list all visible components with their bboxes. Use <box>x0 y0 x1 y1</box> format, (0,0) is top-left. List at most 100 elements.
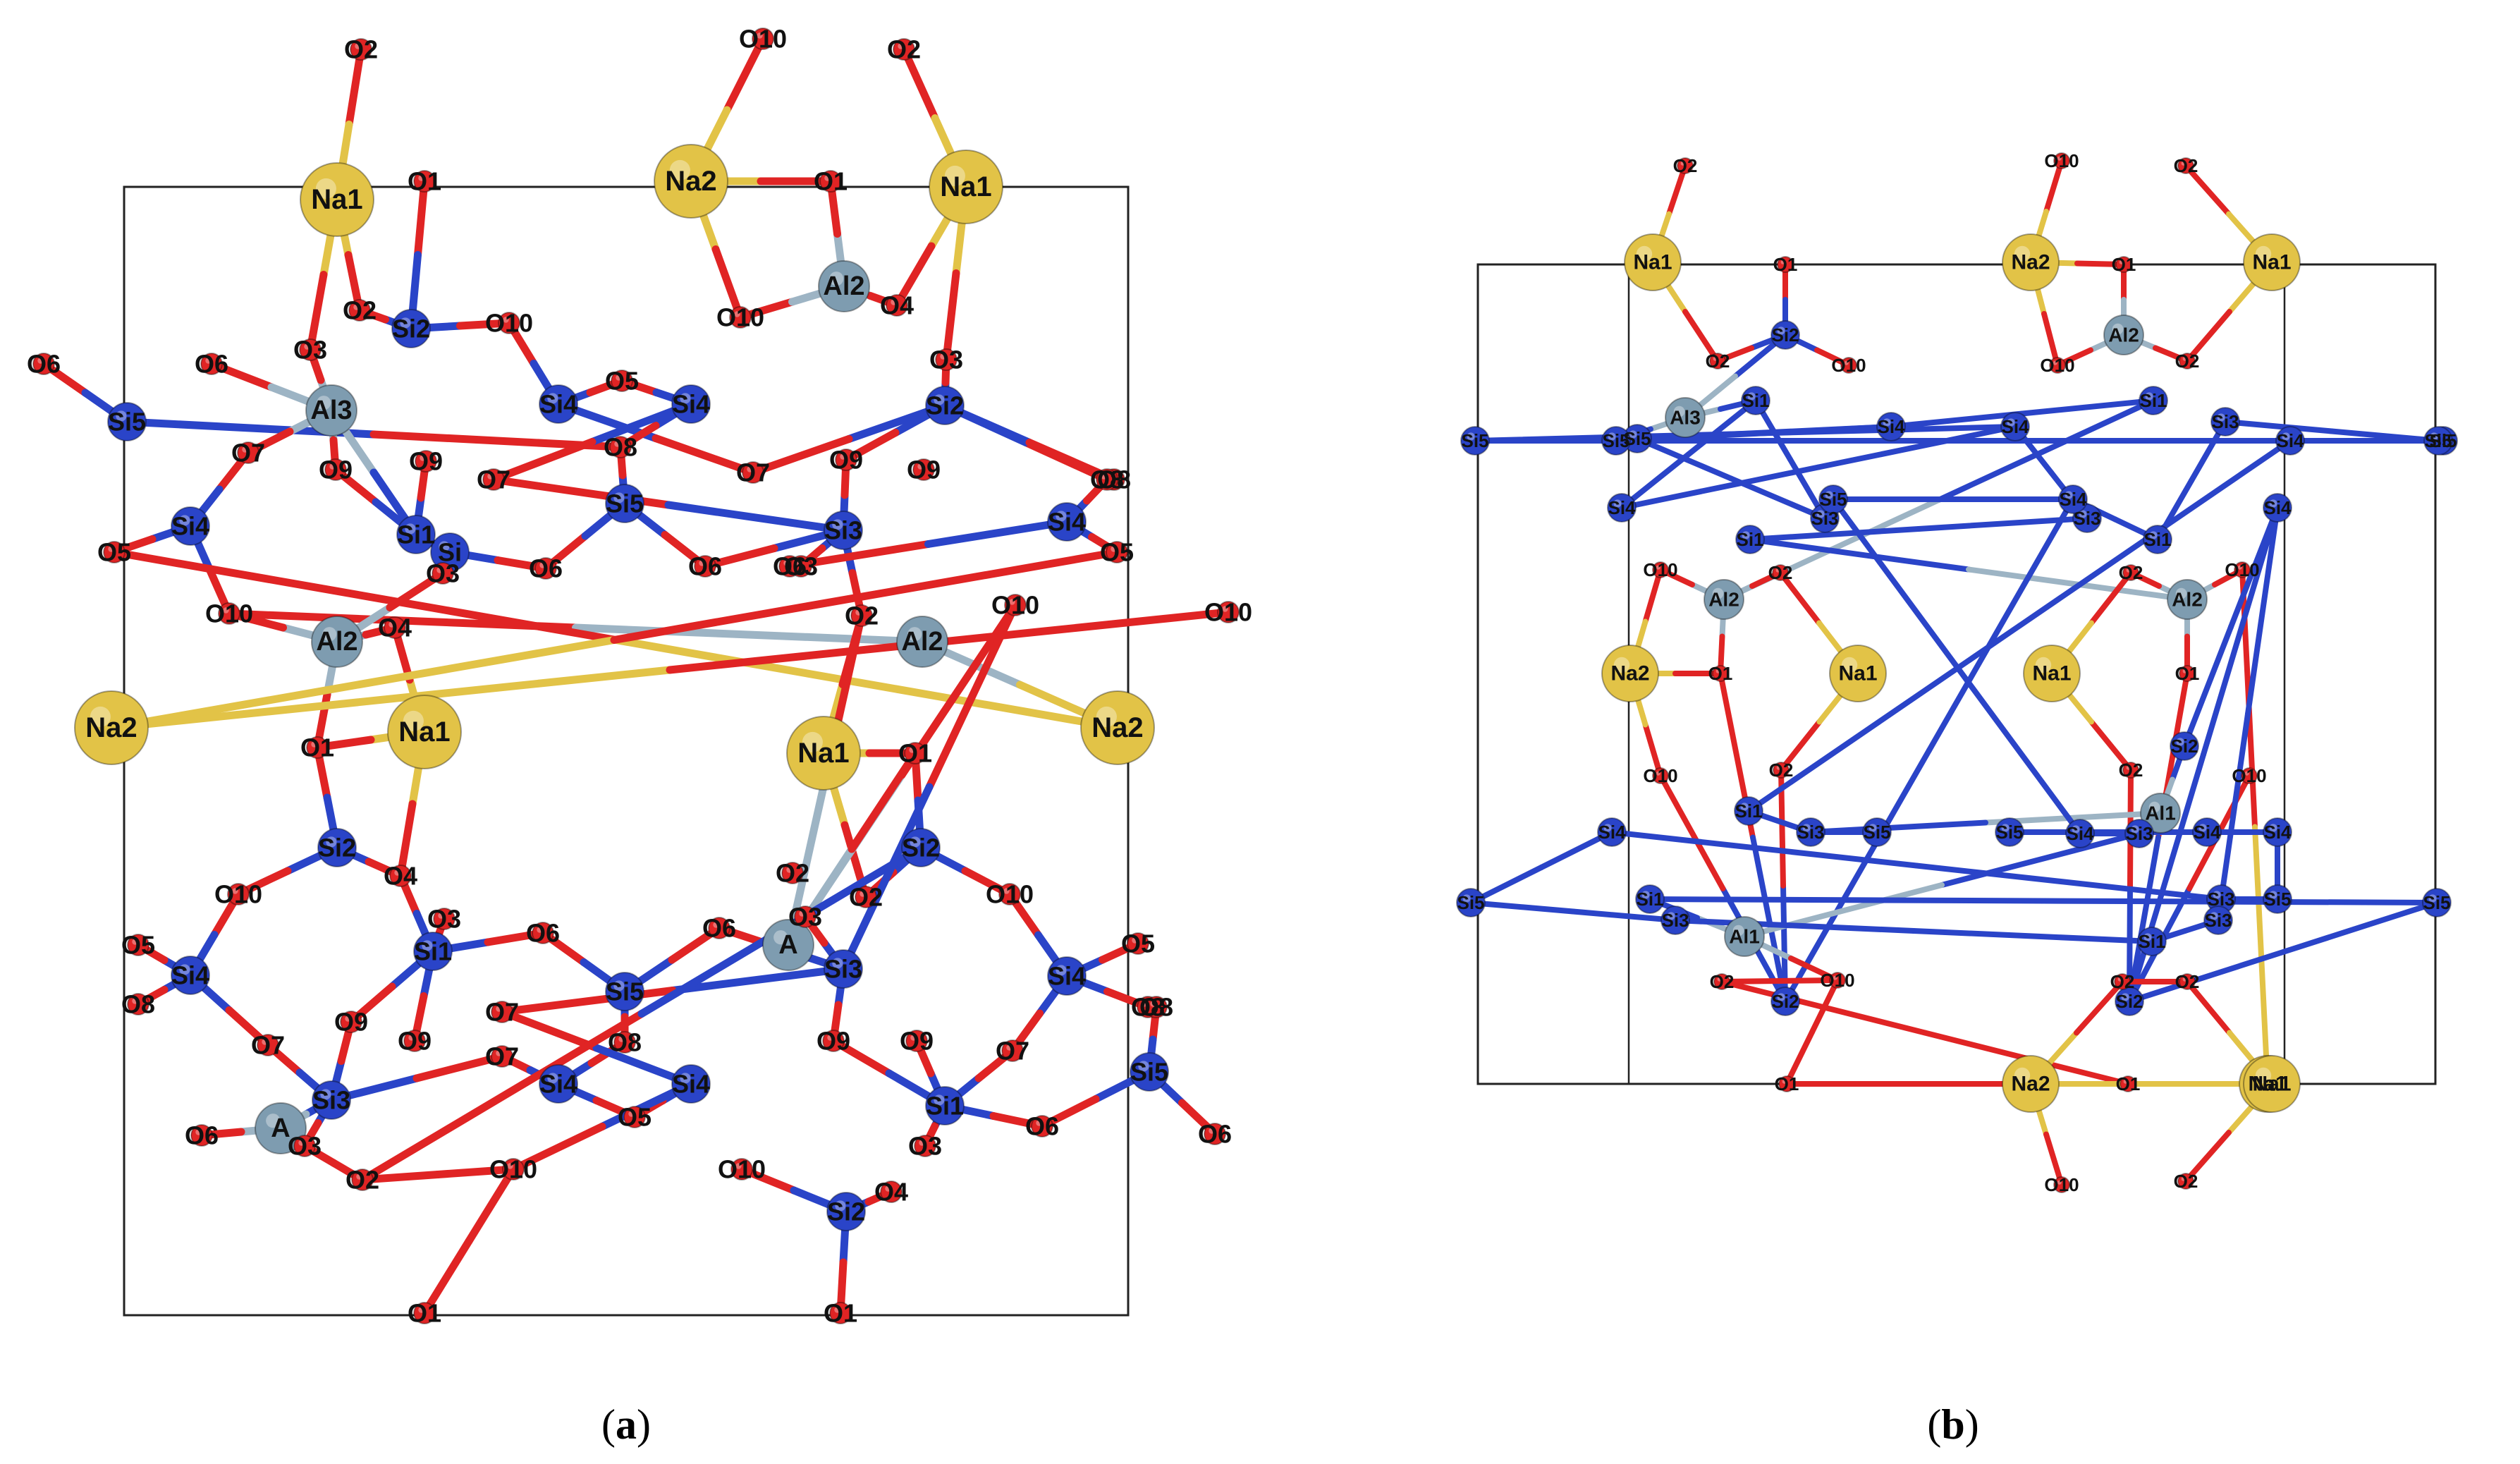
atom-label-b28: Si3 <box>2073 508 2100 529</box>
atom-al-a11 <box>896 616 948 668</box>
atom-o-a101 <box>623 1106 646 1128</box>
atom-highlight-b48 <box>1603 824 1612 832</box>
bond-half-b-72-2 <box>1609 829 1919 869</box>
atom-o-a107 <box>730 1158 753 1181</box>
atom-o-a47 <box>299 338 322 361</box>
atom-highlight-b16 <box>1777 327 1785 335</box>
atom-label-b76: O2 <box>1710 971 1735 992</box>
atom-label-a100: O8 <box>608 1028 642 1057</box>
atom-si-a17 <box>671 384 711 424</box>
atom-o-b74 <box>2241 767 2258 784</box>
atom-label-b9: Na1 <box>2252 1073 2291 1096</box>
atom-highlight-a24 <box>934 394 945 405</box>
atom-highlight-a44 <box>734 311 740 317</box>
atom-o-a73 <box>1217 601 1240 623</box>
atom-label-a13: A <box>271 1114 290 1143</box>
atom-highlight-a23 <box>1056 511 1067 522</box>
bond-half-a-17-1 <box>207 360 276 391</box>
bond-half-a-61-2 <box>396 800 417 880</box>
atom-label-b31: Si4 <box>2276 430 2304 451</box>
atom-label-b68: O10 <box>2225 559 2259 580</box>
atom-highlight-a75 <box>909 747 915 753</box>
bond-half-b-1-2 <box>1682 309 1720 364</box>
atom-si-b22 <box>1460 426 1490 456</box>
atom-al-a10 <box>311 616 363 668</box>
atom-label-a63: O5 <box>97 538 131 567</box>
atom-o-a98 <box>190 1124 213 1147</box>
bond-half-b-35-1 <box>1642 567 1663 625</box>
atom-o-a76 <box>389 865 412 887</box>
atom-highlight-b3 <box>2255 245 2272 262</box>
atom-si-b31 <box>2275 426 2305 456</box>
atom-label-a43: O10 <box>485 309 533 338</box>
atom-na-a7 <box>1080 690 1155 765</box>
atom-highlight-b62 <box>2053 360 2057 365</box>
atom-o-a39 <box>752 28 774 50</box>
atom-highlight-a33 <box>680 1073 691 1084</box>
atom-o-b79 <box>2120 1075 2136 1092</box>
atom-highlight-a108 <box>885 1185 891 1192</box>
bond-half-a-24-2 <box>652 434 757 477</box>
atom-label-b30: Si4 <box>2059 489 2087 510</box>
bond-half-a-105-1 <box>498 1008 601 1052</box>
atom-si-a23 <box>1047 502 1087 542</box>
bond-half-b-88-1 <box>1809 977 1840 1035</box>
atom-label-a80: O10 <box>986 880 1034 909</box>
atom-label-a51: O3 <box>929 346 963 374</box>
atom-label-a32: Si4 <box>539 1070 577 1099</box>
atom-label-b41: Si4 <box>2066 823 2094 844</box>
atom-si-b43 <box>2192 817 2222 847</box>
atom-highlight-a22 <box>832 519 843 530</box>
atom-highlight-a2 <box>669 159 690 181</box>
atom-label-a37: Si2 <box>827 1197 865 1226</box>
atom-label-b34: Si1 <box>2143 529 2171 550</box>
atom-highlight-a48 <box>37 358 44 364</box>
atom-highlight-b78 <box>1782 1079 1787 1084</box>
atom-label-b49: Si5 <box>1457 892 1484 913</box>
bond-half-b-77-2 <box>2245 505 2280 717</box>
caption-open-paren-b: ( <box>1927 1401 1941 1448</box>
bond-half-a-121-1 <box>358 1171 442 1184</box>
bond-half-b-3-2 <box>2074 260 2127 267</box>
atom-label-a67: O3 <box>426 559 460 588</box>
atom-al-a13 <box>255 1102 307 1154</box>
atom-highlight-b8 <box>2014 1067 2031 1084</box>
atom-label-a23: Si4 <box>1048 508 1086 537</box>
atom-si-a26 <box>171 956 210 995</box>
caption-letter-a: a <box>616 1401 637 1448</box>
atom-label-a89: O7 <box>251 1031 285 1060</box>
atom-o-a103 <box>1031 1115 1053 1137</box>
atom-highlight-b24 <box>1883 418 1891 427</box>
bond-half-a-9-1 <box>414 177 429 259</box>
bond-half-a-90-1 <box>668 965 848 994</box>
atom-o-b65 <box>1652 561 1669 578</box>
atom-o-a99 <box>293 1135 316 1157</box>
atom-highlight-a96 <box>1006 1044 1013 1051</box>
atom-o-a92 <box>491 1001 513 1023</box>
atom-label-a102: O3 <box>908 1132 942 1161</box>
bond-half-b-62-1 <box>1830 496 1959 669</box>
bond-half-a-52-2 <box>572 623 926 646</box>
atom-highlight-a77 <box>860 891 866 897</box>
atom-highlight-a80 <box>1003 888 1010 894</box>
atom-label-b47: Si1 <box>1636 889 1663 910</box>
atom-highlight-a37 <box>835 1200 846 1212</box>
atom-o-b59 <box>1777 256 1794 273</box>
atom-highlight-b5 <box>1841 657 1858 673</box>
atom-o-a54 <box>324 458 347 481</box>
atom-highlight-b57 <box>2057 156 2062 161</box>
atom-label-a58: O9 <box>829 446 863 475</box>
atom-highlight-a58 <box>840 453 846 460</box>
atom-o-a56 <box>609 436 632 458</box>
atom-si-a33 <box>671 1064 711 1104</box>
atom-highlight-a46 <box>891 299 897 305</box>
atom-highlight-a35 <box>1138 1061 1149 1072</box>
atom-o-a108 <box>880 1181 903 1203</box>
atom-highlight-a3 <box>944 165 965 186</box>
atom-highlight-a105 <box>356 1173 362 1180</box>
atom-highlight-a97 <box>1150 1001 1156 1007</box>
atom-highlight-a100 <box>618 1036 625 1042</box>
atom-o-a44 <box>729 306 752 329</box>
atom-highlight-a87 <box>1132 937 1138 944</box>
atom-si-b33 <box>2210 407 2240 437</box>
